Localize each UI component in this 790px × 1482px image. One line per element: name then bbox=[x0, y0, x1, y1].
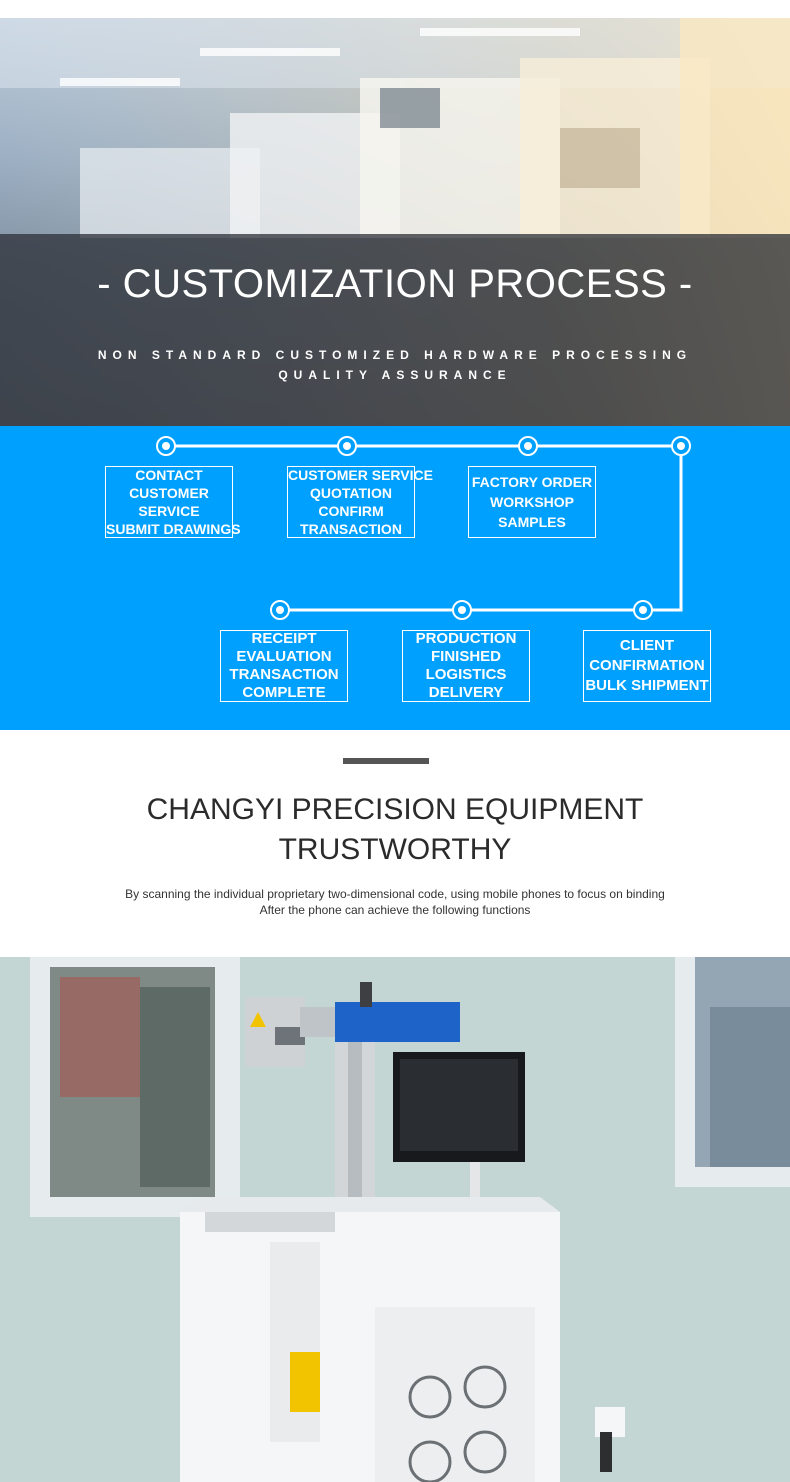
step-label: QUOTATION bbox=[310, 485, 392, 501]
step-label: TRANSACTION bbox=[300, 521, 402, 537]
step-1-node bbox=[156, 436, 176, 456]
step-receipt: RECEIPT EVALUATION TRANSACTION COMPLETE bbox=[220, 630, 348, 702]
step-2-node bbox=[337, 436, 357, 456]
step-label: CONFIRMATION bbox=[589, 657, 705, 674]
hero-banner: - CUSTOMIZATION PROCESS - NON STANDARD C… bbox=[0, 18, 790, 426]
step-6-node bbox=[633, 600, 653, 620]
step-label: TRANSACTION bbox=[229, 666, 339, 683]
corner-node bbox=[671, 436, 691, 456]
step-label: CLIENT bbox=[619, 637, 675, 654]
section-description: By scanning the individual proprietary t… bbox=[0, 886, 790, 918]
step-label: BULK SHIPMENT bbox=[585, 677, 709, 694]
step-label: WORKSHOP bbox=[490, 494, 574, 510]
step-label: RECEIPT bbox=[251, 630, 317, 647]
machine-illustration bbox=[0, 957, 790, 1482]
step-5-node bbox=[452, 600, 472, 620]
step-label: DELIVERY bbox=[428, 684, 504, 701]
step-label: FINISHED bbox=[430, 648, 501, 665]
step-3-node bbox=[518, 436, 538, 456]
step-label: CUSTOMER bbox=[129, 485, 209, 501]
step-label: FACTORY ORDER bbox=[471, 474, 593, 490]
section-heading: CHANGYI PRECISION EQUIPMENT TRUSTWORTHY bbox=[0, 790, 790, 870]
step-label: CONFIRM bbox=[318, 503, 384, 519]
step-label: COMPLETE bbox=[242, 684, 326, 701]
process-flow: CONTACT CUSTOMER SERVICE SUBMIT DRAWINGS… bbox=[0, 426, 790, 730]
step-contact-customer-service: CONTACT CUSTOMER SERVICE SUBMIT DRAWINGS bbox=[105, 466, 241, 538]
process-connector-lines bbox=[166, 444, 683, 612]
step-label: CUSTOMER SERVICE bbox=[288, 467, 433, 483]
step-label: PRODUCTION bbox=[415, 630, 517, 647]
step-production: PRODUCTION FINISHED LOGISTICS DELIVERY bbox=[402, 630, 530, 702]
step-label: SUBMIT DRAWINGS bbox=[106, 521, 241, 537]
step-4-node bbox=[270, 600, 290, 620]
step-label: EVALUATION bbox=[236, 648, 332, 665]
step-label: CONTACT bbox=[135, 467, 203, 483]
hero-overlay bbox=[0, 234, 790, 426]
step-quotation: CUSTOMER SERVICE QUOTATION CONFIRM TRANS… bbox=[287, 466, 433, 538]
description-line2: After the phone can achieve the followin… bbox=[259, 903, 531, 917]
step-client-confirmation: CLIENT CONFIRMATION BULK SHIPMENT bbox=[583, 630, 711, 702]
section-divider bbox=[343, 758, 429, 764]
hero-subtitle-line2: QUALITY ASSURANCE bbox=[278, 368, 512, 382]
step-label: LOGISTICS bbox=[425, 666, 507, 683]
heading-line1: CHANGYI PRECISION EQUIPMENT bbox=[146, 793, 644, 826]
laser-marking-machine-photo bbox=[0, 957, 790, 1482]
hero-title: - CUSTOMIZATION PROCESS - bbox=[97, 262, 693, 306]
step-label: SERVICE bbox=[138, 503, 200, 519]
step-factory-order: FACTORY ORDER WORKSHOP SAMPLES bbox=[468, 466, 596, 538]
hero-subtitle-line1: NON STANDARD CUSTOMIZED HARDWARE PROCESS… bbox=[97, 348, 693, 362]
step-label: SAMPLES bbox=[498, 514, 566, 530]
description-line1: By scanning the individual proprietary t… bbox=[125, 887, 665, 901]
heading-line2: TRUSTWORTHY bbox=[278, 833, 512, 866]
